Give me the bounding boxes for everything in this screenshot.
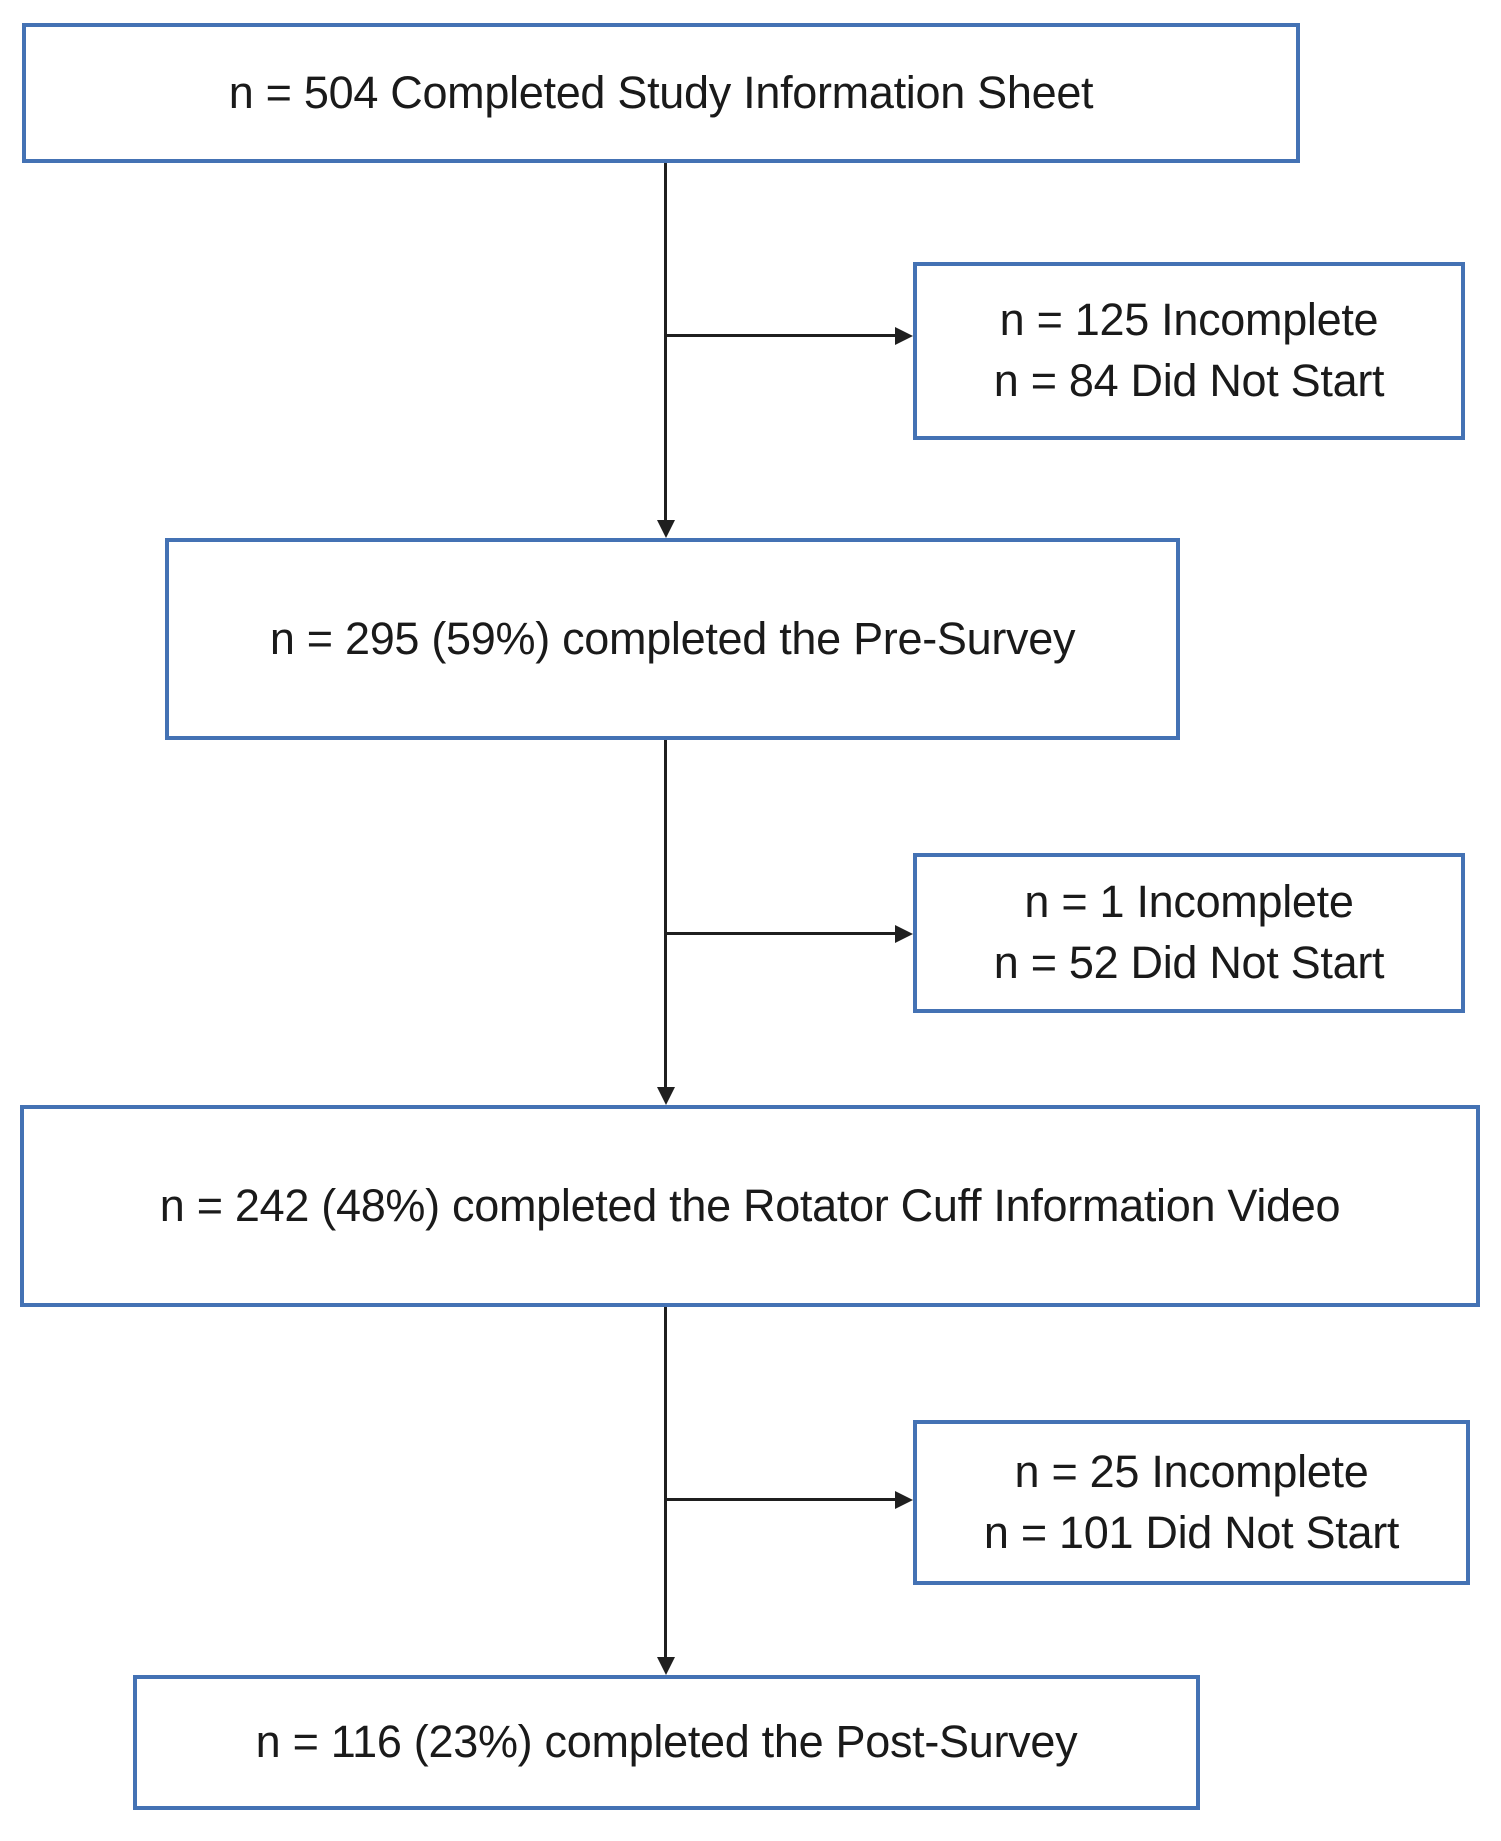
exclusion-1-did-not-start: n = 84 Did Not Start — [993, 355, 1385, 406]
node-pre-survey-label: n = 295 (59%) completed the Pre-Survey — [269, 612, 1076, 664]
node-exclusion-2-label: n = 1 Incomplete n = 52 Did Not Start — [993, 872, 1385, 994]
arrowhead-right-exclusion-2 — [895, 925, 913, 943]
arrowhead-down-post-survey — [657, 1657, 675, 1675]
arrowhead-down-pre-survey — [657, 520, 675, 538]
connector-pre-survey-to-exclusion-2 — [665, 932, 895, 935]
exclusion-2-did-not-start: n = 52 Did Not Start — [993, 937, 1385, 988]
arrowhead-right-exclusion-1 — [895, 327, 913, 345]
node-exclusion-3-label: n = 25 Incomplete n = 101 Did Not Start — [984, 1442, 1399, 1564]
connector-video-to-post-survey — [664, 1307, 667, 1657]
exclusion-2-incomplete: n = 1 Incomplete — [1024, 876, 1354, 928]
node-exclusion-2: n = 1 Incomplete n = 52 Did Not Start — [913, 853, 1465, 1013]
node-completed-info-sheet: n = 504 Completed Study Information Shee… — [22, 23, 1300, 163]
node-pre-survey: n = 295 (59%) completed the Pre-Survey — [165, 538, 1180, 740]
node-exclusion-1: n = 125 Incomplete n = 84 Did Not Start — [913, 262, 1465, 440]
arrowhead-right-exclusion-3 — [895, 1491, 913, 1509]
exclusion-1-incomplete: n = 125 Incomplete — [999, 294, 1379, 346]
exclusion-3-did-not-start: n = 101 Did Not Start — [983, 1506, 1400, 1558]
node-post-survey-label: n = 116 (23%) completed the Post-Survey — [255, 1716, 1078, 1768]
node-video-label: n = 242 (48%) completed the Rotator Cuff… — [159, 1179, 1341, 1231]
connector-info-sheet-to-pre-survey — [664, 163, 667, 520]
connector-info-sheet-to-exclusion-1 — [665, 334, 895, 337]
node-exclusion-1-label: n = 125 Incomplete n = 84 Did Not Start — [993, 290, 1385, 412]
node-completed-info-sheet-label: n = 504 Completed Study Information Shee… — [228, 66, 1094, 118]
arrowhead-down-video — [657, 1087, 675, 1105]
connector-pre-survey-to-video — [664, 740, 667, 1087]
node-video: n = 242 (48%) completed the Rotator Cuff… — [20, 1105, 1480, 1307]
node-exclusion-3: n = 25 Incomplete n = 101 Did Not Start — [913, 1420, 1470, 1585]
connector-video-to-exclusion-3 — [665, 1498, 895, 1501]
exclusion-3-incomplete: n = 25 Incomplete — [1014, 1445, 1369, 1497]
node-post-survey: n = 116 (23%) completed the Post-Survey — [133, 1675, 1200, 1810]
